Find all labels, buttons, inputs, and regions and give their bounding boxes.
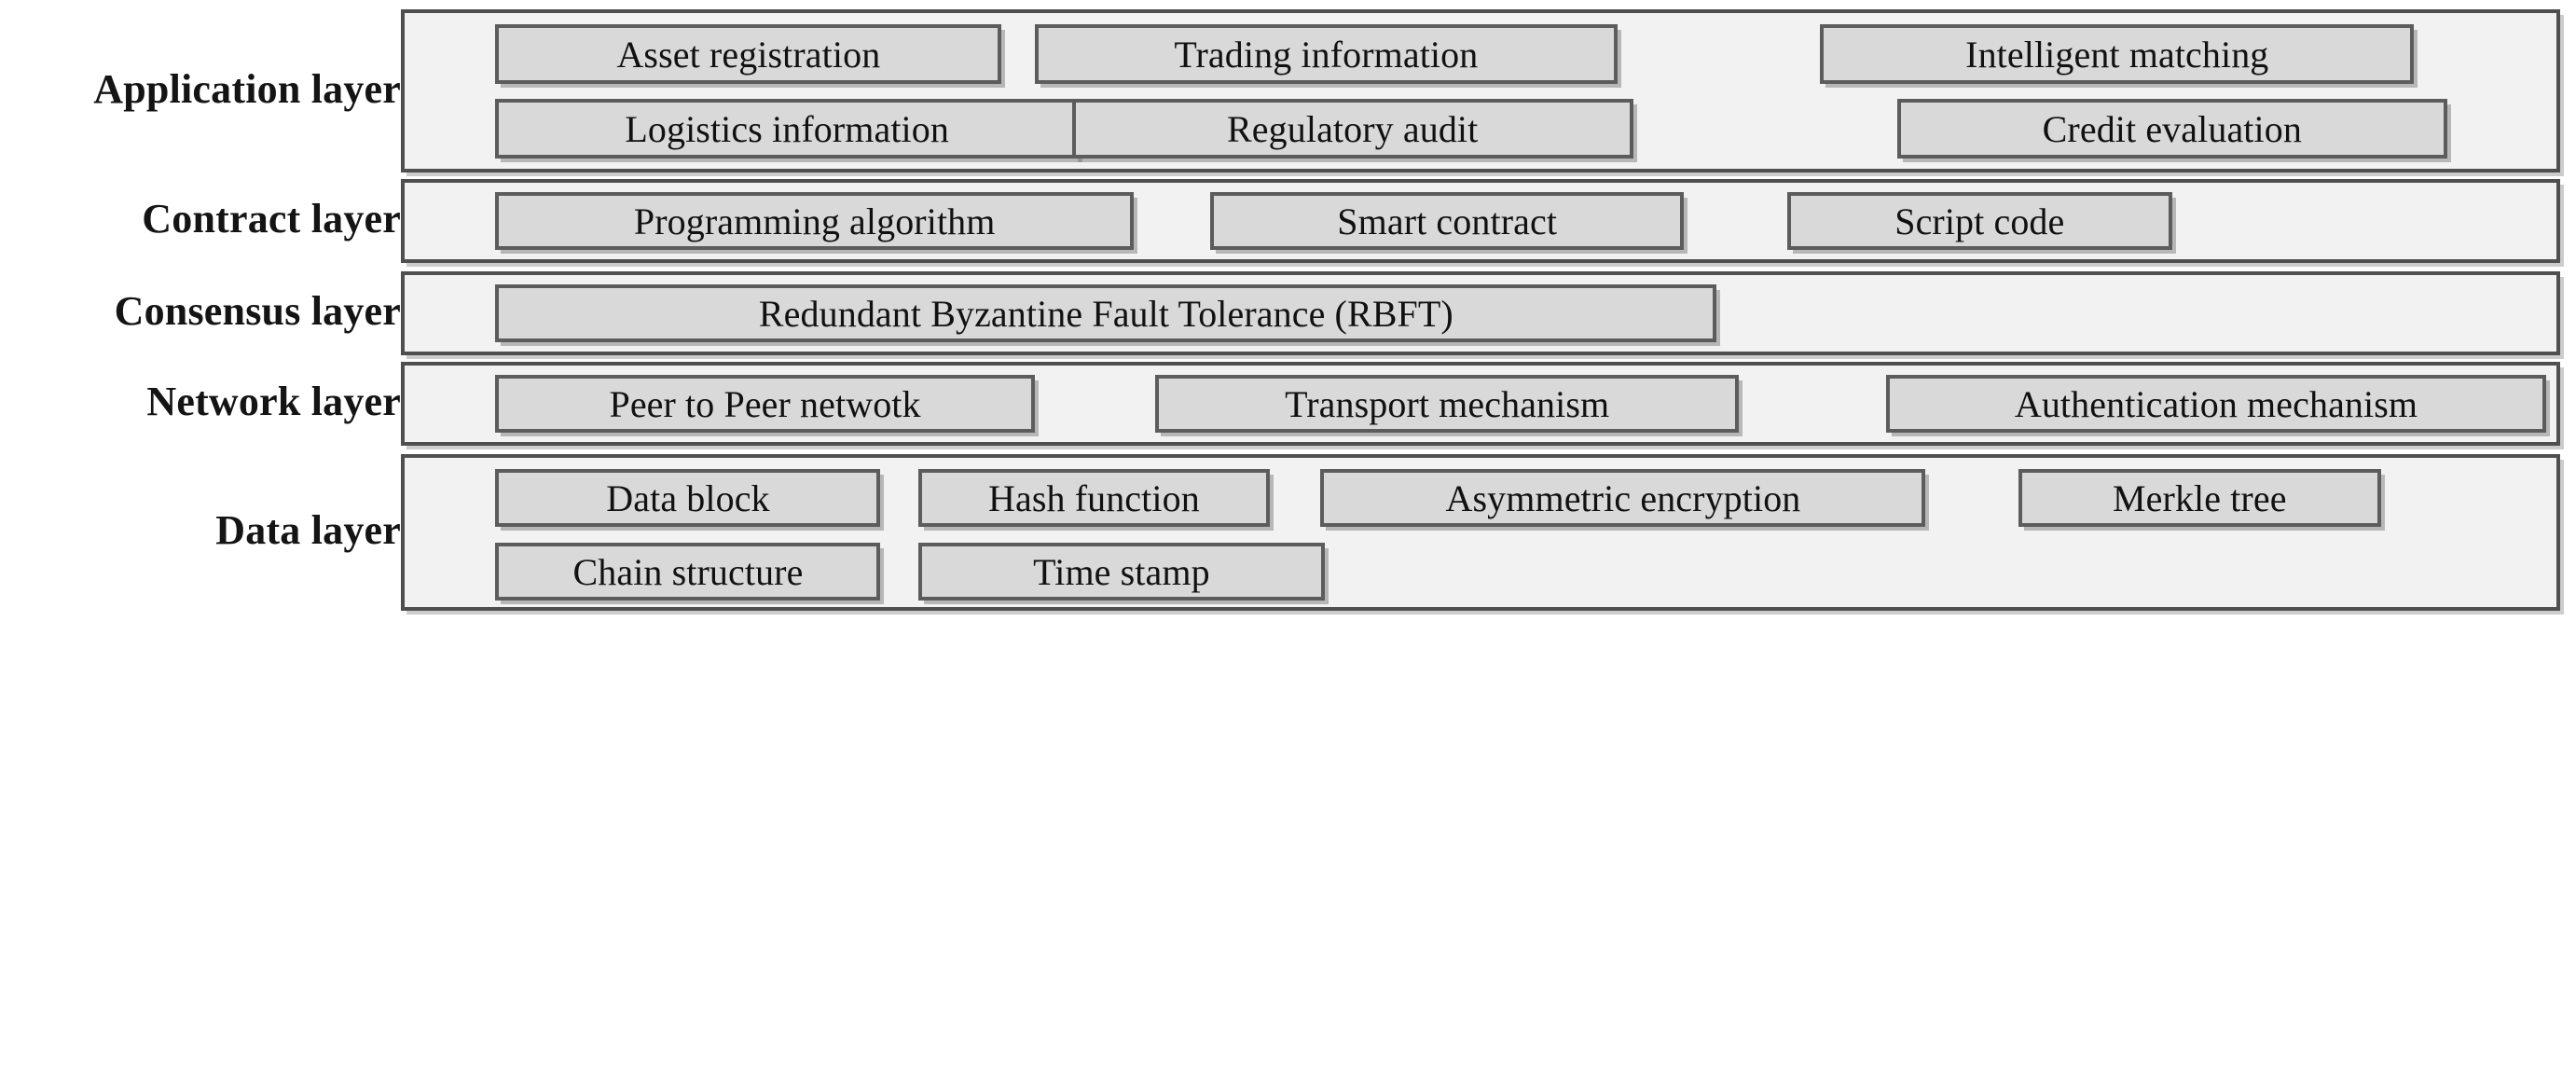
item-box-data-1-0[interactable]: Chain structure	[495, 543, 881, 601]
item-box-data-0-2[interactable]: Asymmetric encryption	[1320, 469, 1926, 527]
item-box-consensus-0-0[interactable]: Redundant Byzantine Fault Tolerance (RBF…	[495, 284, 1717, 342]
item-box-data-1-1[interactable]: Time stamp	[917, 543, 1326, 601]
item-box-contract-0-2[interactable]: Script code	[1786, 192, 2172, 250]
item-box-data-0-3[interactable]: Merkle tree	[2018, 469, 2381, 527]
layer-label-network: Network layer	[146, 379, 401, 424]
item-box-application-1-0[interactable]: Logistics information	[495, 99, 1079, 159]
item-box-application-0-2[interactable]: Intelligent matching	[1820, 24, 2415, 84]
item-box-network-0-2[interactable]: Authentication mechanism	[1886, 375, 2546, 433]
item-box-application-0-1[interactable]: Trading information	[1034, 24, 1619, 84]
item-box-application-1-2[interactable]: Credit evaluation	[1896, 99, 2447, 159]
item-box-application-0-0[interactable]: Asset registration	[495, 24, 1002, 84]
item-box-contract-0-1[interactable]: Smart contract	[1210, 192, 1684, 250]
item-box-data-0-1[interactable]: Hash function	[917, 469, 1271, 527]
item-box-network-0-0[interactable]: Peer to Peer netwotk	[495, 375, 1035, 433]
layer-label-data: Data layer	[215, 507, 401, 553]
item-box-data-0-0[interactable]: Data block	[495, 469, 881, 527]
item-box-network-0-1[interactable]: Transport mechanism	[1155, 375, 1739, 433]
item-box-application-1-1[interactable]: Regulatory audit	[1071, 99, 1633, 159]
item-box-contract-0-0[interactable]: Programming algorithm	[495, 192, 1134, 250]
layer-label-application: Application layer	[93, 65, 401, 112]
layer-label-contract: Contract layer	[142, 196, 401, 242]
layer-label-consensus: Consensus layer	[114, 288, 401, 334]
